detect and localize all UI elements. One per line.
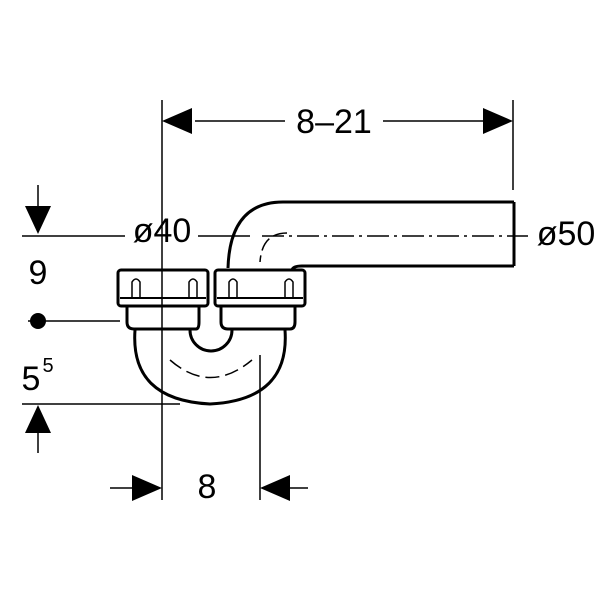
arrow-right-icon [483, 108, 513, 134]
u-bend-outer [133, 329, 287, 406]
arrow-up-icon [25, 405, 51, 433]
dim-label-height-lower-sup: 5 [42, 355, 53, 377]
u-bend-inner [188, 329, 234, 353]
outlet-pipe-outer [226, 200, 514, 269]
arrow-right-bottom-icon [132, 475, 162, 501]
dim-label-height-lower: 5 [22, 360, 41, 398]
arrow-down-icon [25, 206, 51, 234]
nut-right [213, 268, 307, 308]
outlet-pipe-inner [290, 264, 514, 271]
arrow-left-icon [162, 108, 192, 134]
nut-left [116, 268, 210, 308]
dim-label-spacing: 8 [198, 468, 217, 506]
dim-label-height-upper: 9 [29, 254, 48, 292]
collar-left [125, 306, 201, 331]
dim-label-length: 8–21 [296, 103, 372, 141]
arrow-left-bottom-icon [260, 475, 290, 501]
dim-label-outlet-diameter: ø50 [537, 215, 596, 253]
dim-label-inlet-diameter: ø40 [133, 212, 192, 250]
pipe-inner-hidden [259, 232, 288, 263]
collar-right [219, 306, 297, 331]
u-bend-hidden [169, 359, 253, 379]
center-dot-icon [30, 313, 46, 329]
